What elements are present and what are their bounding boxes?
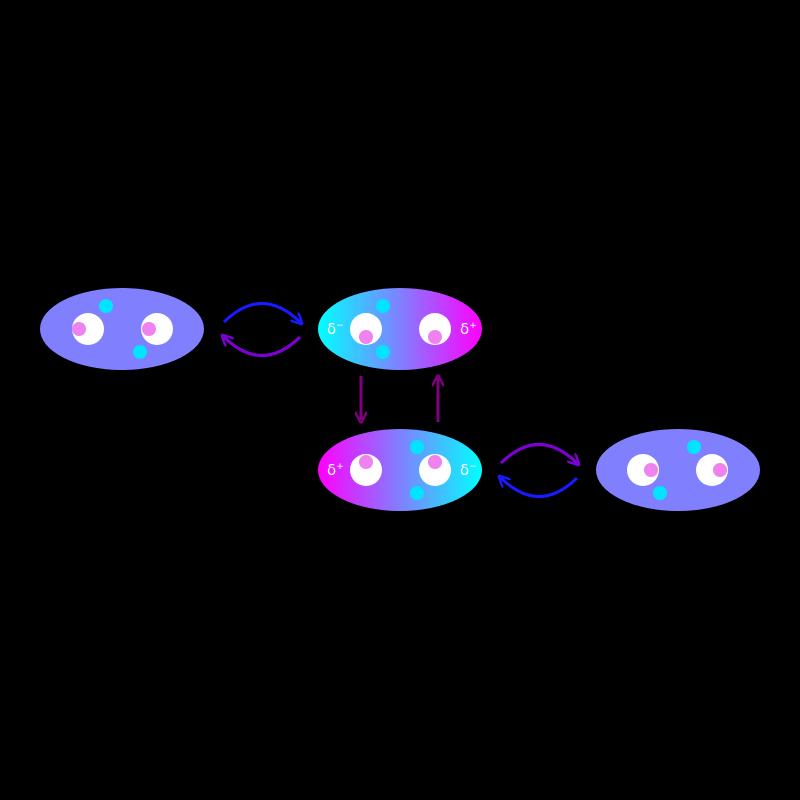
inner-dot-left <box>359 455 373 469</box>
delta-minus-label: δ− <box>460 461 477 479</box>
electron-top <box>99 299 113 313</box>
nucleus-right <box>141 313 173 345</box>
inner-dot-right <box>428 330 442 344</box>
electron-bottom <box>133 345 147 359</box>
nucleus-left <box>350 313 382 345</box>
delta-plus-label: δ+ <box>460 320 477 338</box>
electron-bottom <box>410 486 424 500</box>
inner-dot-left <box>359 330 373 344</box>
nucleus-left <box>627 454 659 486</box>
nucleus-right <box>696 454 728 486</box>
molecule-body <box>40 288 204 370</box>
forward-arrow-bottom <box>499 443 577 464</box>
nucleus-right <box>419 454 451 486</box>
molecule-neutral-top-left <box>40 288 204 370</box>
nucleus-right <box>419 313 451 345</box>
molecule-body <box>596 429 760 511</box>
delta-plus-label: δ+ <box>327 461 344 479</box>
inner-dot-right <box>713 463 727 477</box>
molecule-neutral-bottom-right <box>596 429 760 511</box>
inner-dot-left <box>644 463 658 477</box>
equilibrium-arrows-vertical <box>361 376 438 422</box>
nucleus-left <box>72 313 104 345</box>
reverse-arrow-top <box>224 337 302 357</box>
electron-top <box>410 440 424 454</box>
nucleus-left <box>350 454 382 486</box>
inner-dot-right <box>142 322 156 336</box>
molecule-body <box>318 288 482 370</box>
electron-top <box>687 440 701 454</box>
molecule-polarized-bottom: δ+ δ− <box>318 429 482 511</box>
inner-dot-right <box>428 455 442 469</box>
delta-minus-label: δ− <box>327 320 344 338</box>
electron-top <box>376 299 390 313</box>
forward-arrow-top <box>222 302 300 323</box>
electron-bottom <box>653 486 667 500</box>
molecule-polarized-top: δ− δ+ <box>318 288 482 370</box>
inner-dot-left <box>72 322 86 336</box>
reverse-arrow-bottom <box>501 478 579 498</box>
equilibrium-arrows-top <box>222 302 302 357</box>
electron-bottom <box>376 345 390 359</box>
molecule-body <box>318 429 482 511</box>
equilibrium-arrows-bottom <box>499 443 579 498</box>
